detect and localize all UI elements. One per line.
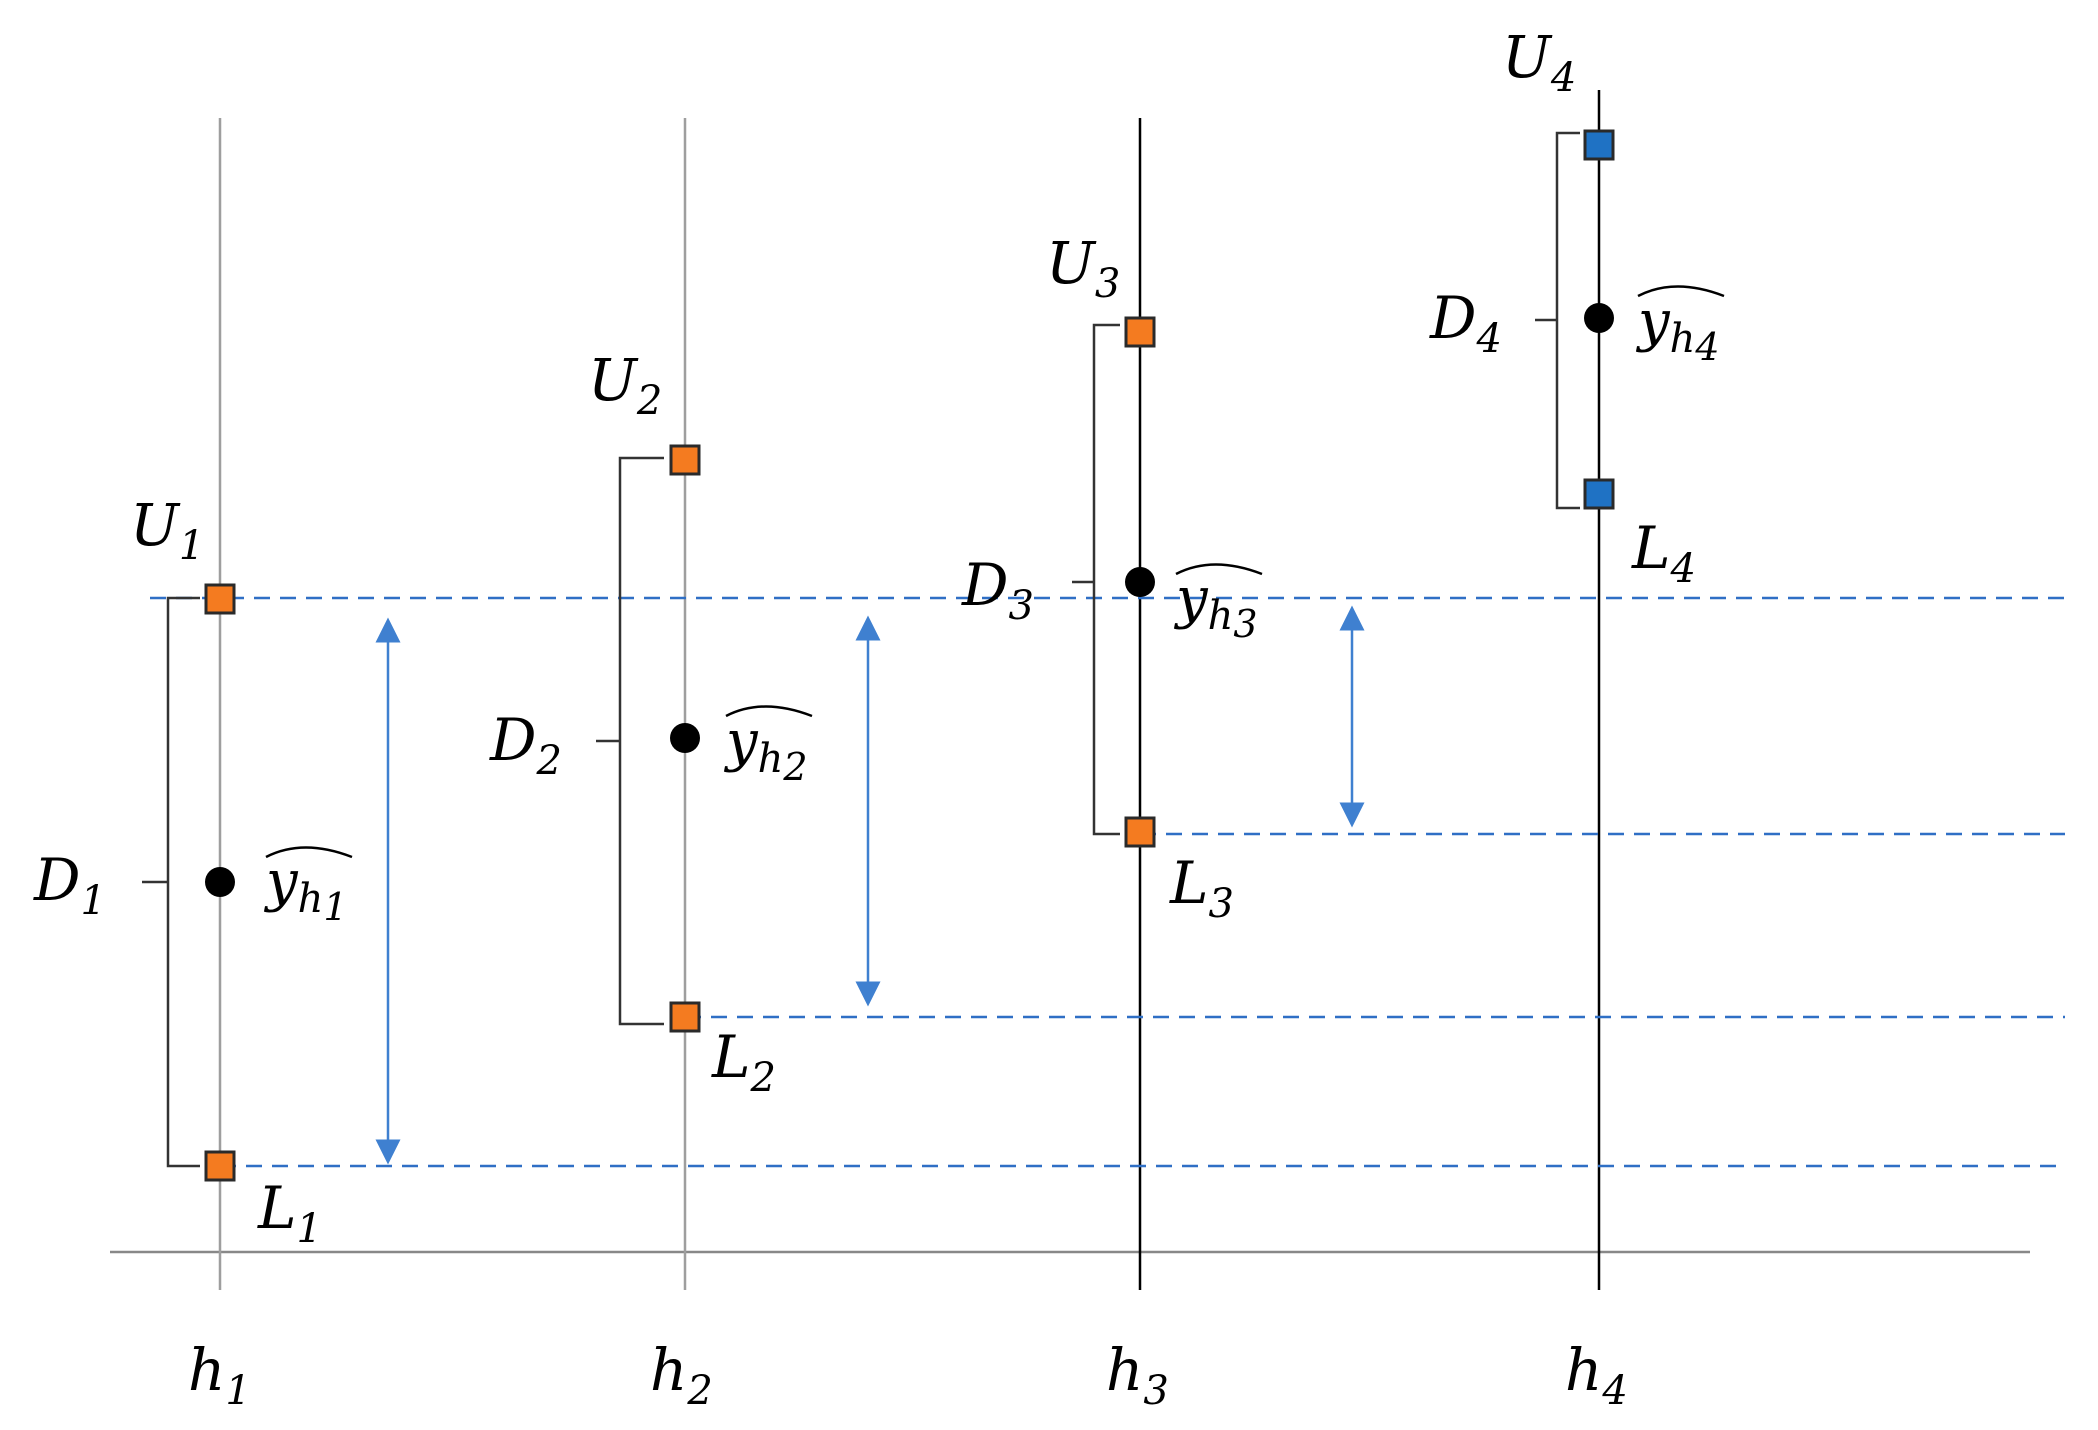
square-marker-icon — [669, 1001, 701, 1033]
dot-marker-icon — [205, 867, 235, 897]
hat-arc-3 — [1175, 563, 1263, 576]
horizon-label-2: h2 — [650, 1336, 713, 1414]
upper-label-3: U3 — [1046, 229, 1120, 307]
point-forecast-markers — [205, 303, 1614, 897]
lower-label-1: L1 — [257, 1174, 322, 1252]
square-marker-icon — [1124, 816, 1156, 848]
width-label-2: D2 — [489, 706, 562, 784]
horizon-labels: h1 h2 h3 h4 — [188, 1336, 1628, 1414]
dot-marker-icon — [1125, 567, 1155, 597]
interval-width-arrows — [375, 605, 1365, 1165]
hat-accents — [265, 285, 1725, 859]
horizon-label-1: h1 — [188, 1336, 251, 1414]
square-marker-icon — [669, 444, 701, 476]
dot-marker-icon — [1584, 303, 1614, 333]
horizon-label-3: h3 — [1106, 1336, 1169, 1414]
yhat-label-3: yh3 — [1173, 566, 1258, 646]
point-forecast-labels: yh1 yh2 yh3 yh4 — [263, 289, 1720, 929]
square-marker-icon — [1583, 129, 1615, 161]
bracket-d2 — [596, 456, 664, 1026]
upper-label-2: U2 — [588, 346, 662, 424]
bracket-d1 — [142, 596, 200, 1168]
square-marker-icon — [204, 1150, 236, 1182]
hat-arc-2 — [725, 705, 813, 718]
lower-label-4: L4 — [1631, 514, 1696, 592]
horizon-stems — [218, 90, 1601, 1290]
yhat-label-1: yh1 — [263, 849, 348, 929]
square-marker-icon — [1124, 316, 1156, 348]
width-label-3: D3 — [961, 551, 1034, 629]
bracket-d4 — [1535, 131, 1580, 510]
width-labels: D1 D2 D3 D4 — [33, 284, 1502, 924]
width-label-4: D4 — [1429, 284, 1502, 362]
lower-bound-labels: L1 L2 L3 L4 — [257, 514, 1696, 1252]
yhat-label-2: yh2 — [723, 709, 808, 789]
hat-arc-4 — [1637, 285, 1725, 298]
square-marker-icon — [204, 583, 236, 615]
lower-label-3: L3 — [1169, 849, 1234, 927]
lower-label-2: L2 — [711, 1023, 776, 1101]
upper-bound-labels: U1 U2 U3 U4 — [130, 23, 1576, 569]
upper-label-1: U1 — [130, 491, 204, 569]
dot-marker-icon — [670, 723, 700, 753]
hat-arc-1 — [265, 846, 353, 859]
bracket-d3 — [1072, 323, 1120, 836]
yhat-label-4: yh4 — [1635, 289, 1720, 369]
interval-brackets — [142, 131, 1580, 1168]
bound-markers — [204, 129, 1615, 1182]
upper-label-4: U4 — [1502, 23, 1576, 101]
horizon-label-4: h4 — [1565, 1336, 1628, 1414]
width-label-1: D1 — [33, 846, 106, 924]
bound-dashed-lines — [150, 596, 2065, 1168]
square-marker-icon — [1583, 478, 1615, 510]
